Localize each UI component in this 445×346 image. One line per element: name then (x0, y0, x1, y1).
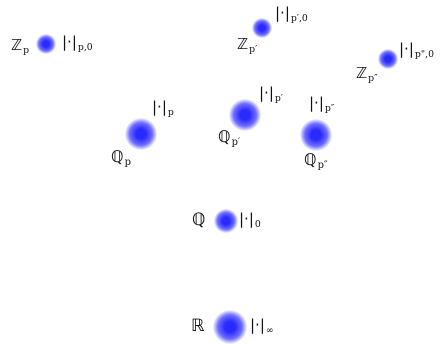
node-dot (36, 34, 56, 54)
node-symbol: ℤp″ (356, 64, 378, 84)
node-symbol: ℚp (111, 147, 131, 168)
node-dot (229, 99, 261, 131)
node-symbol: ℚp″ (304, 150, 328, 171)
node-dot (300, 119, 332, 151)
node-norm: |·|0 (239, 210, 261, 230)
node-dot (378, 49, 398, 69)
node-symbol: ℤp′ (237, 35, 258, 55)
node-dot (213, 310, 247, 344)
node-norm: |·|p′,0 (275, 4, 308, 24)
node-symbol: ℚ (192, 210, 206, 230)
node-norm: |·|p (152, 98, 174, 118)
node-norm: |·|p′ (259, 84, 283, 104)
node-dot (125, 118, 157, 150)
node-symbol: ℝ (191, 316, 205, 336)
node-dot (214, 209, 238, 233)
node-norm: |·|p″ (309, 94, 335, 114)
node-dot (252, 18, 272, 38)
node-symbol: ℤp (11, 36, 30, 56)
node-symbol: ℚp′ (218, 127, 241, 148)
node-norm: |·|p,0 (62, 33, 93, 53)
node-norm: |·|p",0 (399, 40, 434, 60)
node-norm: |·|∞ (250, 316, 274, 336)
